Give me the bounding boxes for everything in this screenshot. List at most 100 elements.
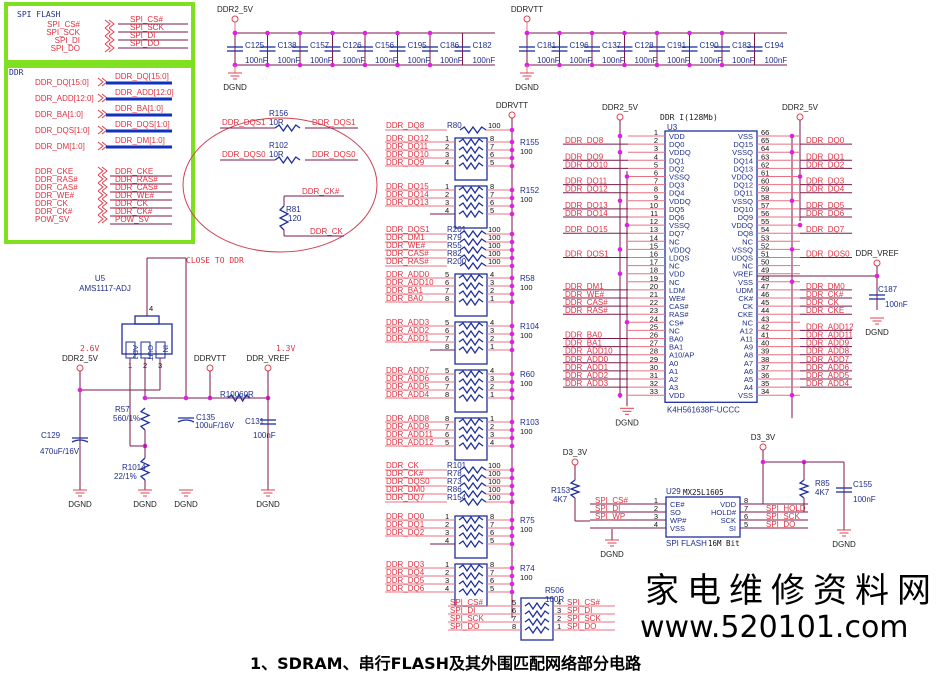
junction-dot [557, 30, 562, 36]
resistor-value: 100 [488, 485, 501, 494]
chip-pin-num: 8 [654, 185, 658, 194]
chip-pin-num: 59 [761, 185, 769, 194]
resistor-zigzag [458, 345, 484, 355]
junction-dot [789, 198, 795, 204]
pack-pin-num: 4 [445, 584, 449, 593]
pack-pin-num: 6 [445, 374, 449, 383]
term-net: DDR_ADD2 [386, 326, 430, 335]
regulator-tab-num: 4 [149, 304, 153, 313]
resistor-zigzag [458, 289, 484, 299]
chip-pin-name: CS# [669, 318, 684, 327]
pack-pin-num: 7 [512, 614, 516, 623]
junction-dot [509, 291, 515, 297]
term-net: DDR_ADD7 [386, 366, 430, 375]
chip-pin-num: 58 [761, 193, 769, 202]
term-net: DDR_DQ1 [386, 520, 425, 529]
chip-pin-name: DQ6 [669, 213, 684, 222]
cap-ref: C137 [602, 41, 622, 50]
resistor-zigzag [458, 193, 484, 203]
power-port-icon [571, 458, 579, 466]
ddr-bus-name: DDR_BA[1:0] [35, 110, 83, 119]
chip-left-net: DDR_DQ10 [565, 160, 608, 169]
resistor-zigzag [458, 273, 484, 283]
ddr-ctrl-net-out: DDR_WE# [115, 191, 155, 200]
term-net: DDR_CK# [386, 469, 424, 478]
resistor-pack [454, 417, 488, 461]
power-label: D3_3V [751, 433, 776, 442]
chip-pin-name: LDM [669, 286, 685, 295]
junction-dot [509, 589, 515, 595]
resistor-ref: R154 [447, 493, 467, 502]
pack-ref: R74 [520, 564, 535, 573]
chip-pin-num: 9 [654, 193, 658, 202]
junction-dot [617, 198, 623, 204]
resistor-zigzag [458, 433, 484, 443]
junction-dot [509, 475, 515, 481]
chip-pin-name: DQ11 [734, 189, 753, 198]
chip-part-number: MX25L1605 [683, 488, 724, 497]
chip-pin-name: VDD [669, 132, 685, 141]
resistor-value: 100 [488, 121, 501, 130]
chip-pin-num: 33 [650, 387, 658, 396]
junction-dot [509, 231, 515, 237]
chip-right-net: DDR_ADD4 [806, 379, 850, 388]
junction-dot [509, 387, 515, 393]
pack-value: 100 [520, 283, 533, 292]
spi-port-net: SPI_DO [51, 44, 80, 53]
term-net: DDR_DQ12 [386, 134, 429, 143]
junction-dot [622, 30, 627, 36]
ddr-bus-name: DDR_DQ[15:0] [35, 78, 89, 87]
junction-dot [654, 30, 660, 36]
power-port-icon [508, 111, 516, 119]
port-chevron-icon [97, 93, 108, 103]
port-chevron-icon [104, 27, 115, 37]
chip-pin-name: VDDQ [669, 245, 691, 254]
chip-pin-num: 29 [650, 355, 658, 364]
ddr-port-box [4, 64, 195, 244]
pack-ref: R152 [520, 186, 540, 195]
power-port-icon [759, 443, 767, 451]
chip-pin-name: NC [669, 237, 680, 246]
chip-pin-num: 5 [744, 520, 748, 529]
chip-pin-num: 12 [650, 217, 658, 226]
term-net: DDR_DQ9 [386, 158, 425, 167]
resistor-ref: R81 [286, 205, 301, 214]
cap-value: 100nF [473, 56, 496, 65]
pack-pin-num: 1 [490, 390, 494, 399]
power-port-icon [206, 364, 214, 372]
chip-left-net: DDR_ADD3 [565, 379, 609, 388]
chip-pin-name: A7 [744, 359, 753, 368]
chip-left-net: DDR_DQS1 [565, 250, 609, 259]
pack-pin-num: 1 [490, 414, 494, 423]
resistor-zigzag [798, 479, 810, 499]
pack-pin-num: 5 [490, 158, 494, 167]
power-label: D3_3V [563, 448, 588, 457]
cap-ref: C125 [245, 41, 265, 50]
junction-dot [557, 62, 562, 68]
junction-dot [362, 62, 368, 68]
chip-pin-num: 52 [761, 241, 769, 250]
watermark-url: www.520101.com [640, 610, 909, 645]
spi-net: SPI_WP [595, 512, 625, 521]
ddr-ctrl-net-out: DDR_RAS# [115, 175, 158, 184]
cap-value: 100nF [440, 56, 463, 65]
cap-value: 100nF [765, 56, 788, 65]
resistor-value: 100 [488, 477, 501, 486]
junction-dot [509, 275, 515, 281]
pack-pin-num: 5 [490, 584, 494, 593]
junction-dot [183, 395, 189, 401]
chip-pin-num: 49 [761, 266, 769, 275]
pack-pin-num: 8 [490, 560, 494, 569]
chip-pin-num: 47 [761, 282, 769, 291]
junction-dot [509, 565, 515, 571]
junction-dot [509, 127, 515, 133]
resistor-zigzag [227, 393, 251, 403]
spi-box-title: SPI FLASH [17, 10, 61, 19]
junction-dot [509, 347, 515, 353]
chip-pin-name: VDD [669, 270, 685, 279]
resistor-pack [454, 185, 488, 229]
chip-pin-name: VDDQ [731, 173, 753, 182]
junction-dot [265, 30, 270, 36]
pack-pin-num: 2 [445, 190, 449, 199]
